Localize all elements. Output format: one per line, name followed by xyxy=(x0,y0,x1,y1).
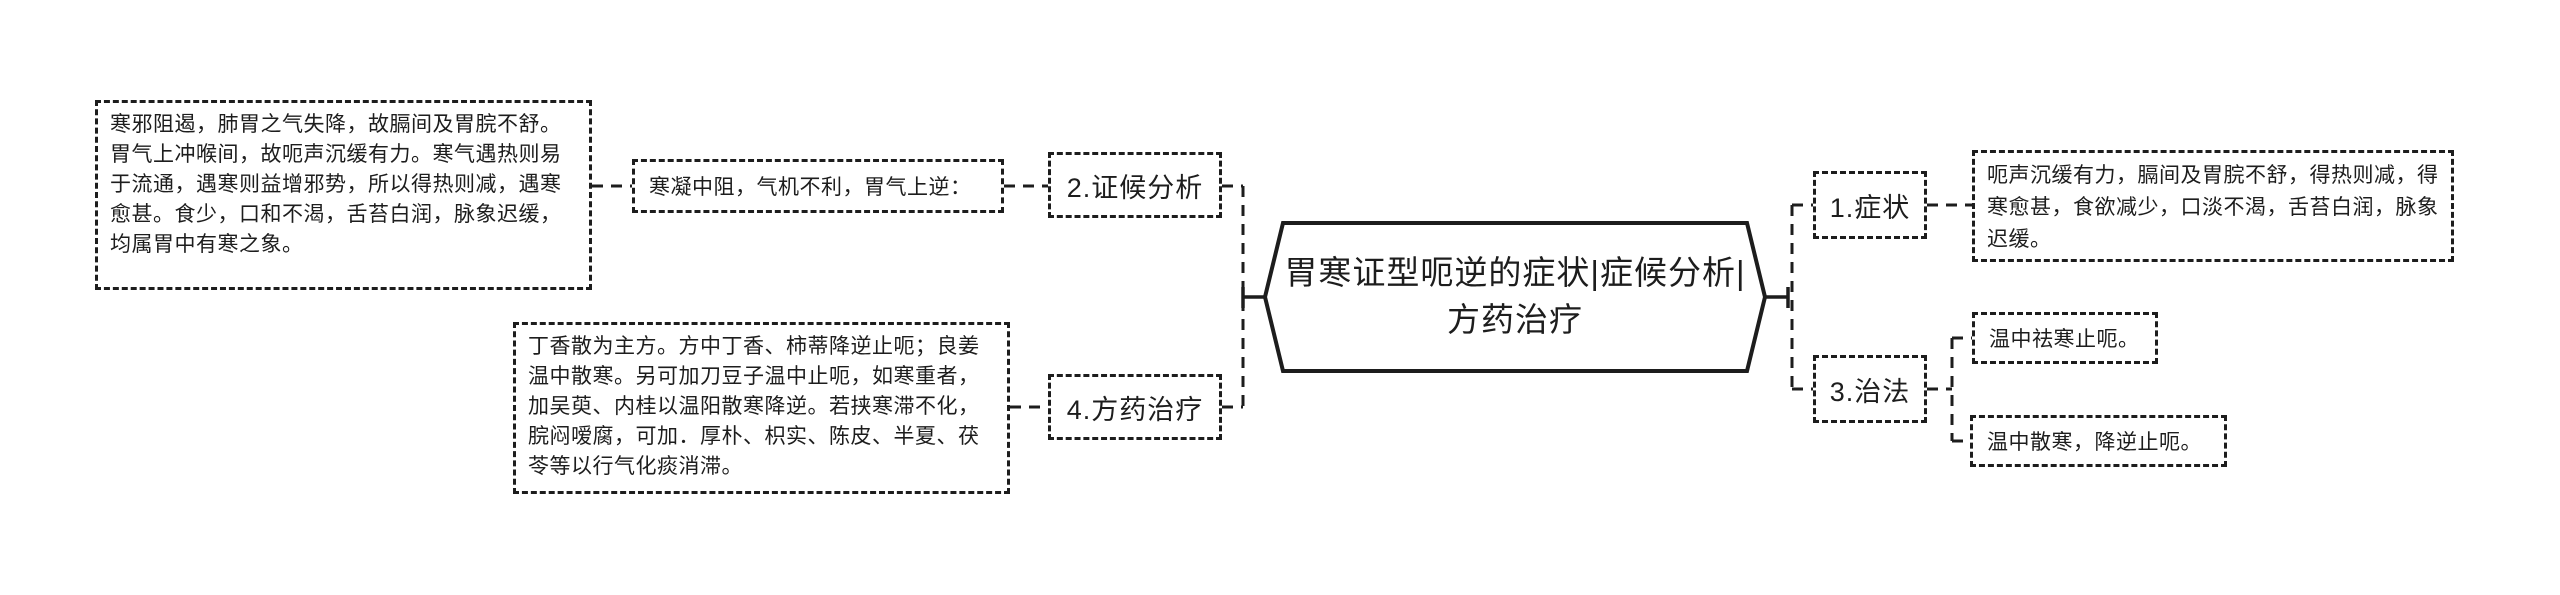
center-topic-hexagon[interactable] xyxy=(1262,221,1768,373)
analysis-detail-box[interactable]: 寒邪阻遏，肺胃之气失降，故膈间及胃脘不舒。胃气上冲喉间，故呃声沉缓有力。寒气遇热… xyxy=(95,100,592,290)
prescription-detail-box[interactable]: 丁香散为主方。方中丁香、柿蒂降逆止呃；良姜温中散寒。另可加刀豆子温中止呃，如寒重… xyxy=(513,322,1010,494)
treatment-method-box-1[interactable]: 温中祛寒止呃。 xyxy=(1972,312,2158,364)
node-analysis[interactable]: 2.证候分析 xyxy=(1048,152,1222,218)
node-prescription[interactable]: 4.方药治疗 xyxy=(1048,374,1222,440)
node-symptoms[interactable]: 1.症状 xyxy=(1813,171,1927,239)
symptoms-detail-box[interactable]: 呃声沉缓有力，膈间及胃脘不舒，得热则减，得寒愈甚，食欲减少，口淡不渴，舌苔白润，… xyxy=(1972,150,2454,262)
center-topic-title[interactable]: 胃寒证型呃逆的症状|症候分析|方药治疗 xyxy=(1284,254,1746,338)
node-treatment[interactable]: 3.治法 xyxy=(1813,355,1927,423)
analysis-summary-box[interactable]: 寒凝中阻，气机不利，胃气上逆： xyxy=(632,159,1004,213)
treatment-method-box-2[interactable]: 温中散寒，降逆止呃。 xyxy=(1970,415,2227,467)
